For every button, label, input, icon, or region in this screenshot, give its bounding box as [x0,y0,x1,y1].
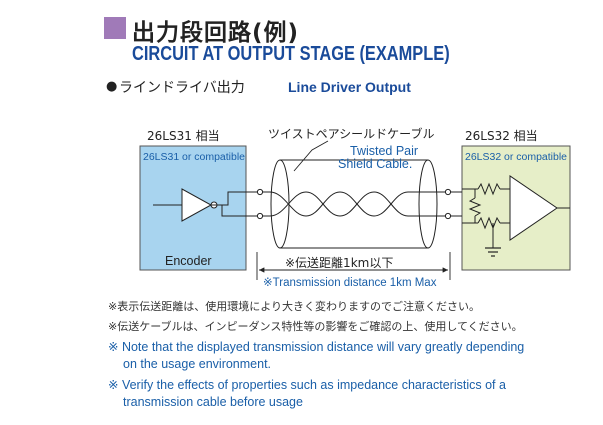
note-en-1: ※ Note that the displayed transmission d… [108,340,525,354]
cable-leader-line [293,140,329,172]
note-en-1-cont: on the usage environment. [123,357,272,371]
right-block-title: 26LS32 相当 [465,129,538,143]
note-ja-2: ※伝送ケーブルは、インピーダンス特性等の影響をご確認の上、使用してください。 [108,320,523,333]
note-en-2: ※ Verify the effects of properties such … [108,378,506,392]
note-en-2-cont: transmission cable before usage [123,395,303,409]
terminal-icon [444,188,452,196]
left-block-compat: 26LS31 or compatible [143,152,245,163]
subtitle-japanese: ラインドライバ出力 [119,80,245,96]
title-japanese: 出力段回路(例) [132,20,300,46]
cable-label-english-2: Shield Cable. [338,157,412,171]
title-square-icon [104,17,126,39]
right-block-compat: 26LS32 or compatible [465,152,567,163]
left-block-title: 26LS31 相当 [147,129,220,143]
distance-japanese: ※伝送距離1km以下 [285,255,393,270]
terminal-icon [256,188,264,196]
subtitle-english: Line Driver Output [288,79,411,95]
resistor-top-icon [477,182,501,196]
terminal-icon [256,212,264,220]
note-ja-1: ※表示伝送距離は、使用環境により大きく変わりますのでご注意ください。 [108,300,480,313]
cable-label-japanese: ツイストペアシールドケーブル [268,126,434,141]
encoder-label: Encoder [165,254,212,268]
cable-label-english-1: Twisted Pair [350,144,418,158]
terminal-icon [444,212,452,220]
twisted-pair-cable [246,159,462,249]
distance-english: ※Transmission distance 1km Max [263,277,437,289]
termination-resistor-icon [468,197,482,217]
bullet-icon: ● [106,79,118,94]
resistor-bottom-icon [477,216,501,230]
line-receiver-icon [509,175,558,241]
title-english: CIRCUIT AT OUTPUT STAGE (EXAMPLE) [132,43,450,65]
